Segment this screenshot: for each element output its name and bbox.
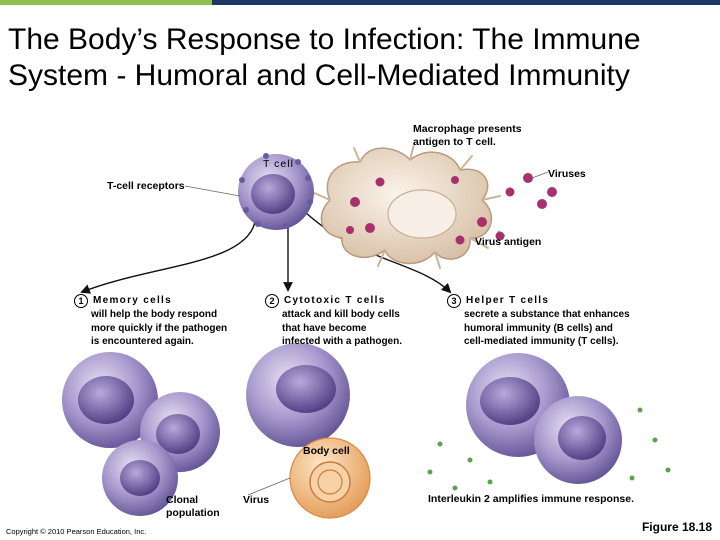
step-title: Helper T cells bbox=[466, 295, 550, 306]
macrophage-label: Macrophage presents antigen to T cell. bbox=[413, 123, 522, 148]
t-cell bbox=[238, 153, 314, 230]
figure-number: Figure 18.18 bbox=[641, 520, 712, 534]
copyright-text: Copyright © 2010 Pearson Education, Inc. bbox=[6, 527, 147, 536]
top-accent-bar-green bbox=[0, 0, 212, 5]
step-description: secrete a substance that enhances humora… bbox=[464, 309, 630, 347]
t-cell-receptors-label: T-cell receptors bbox=[107, 180, 185, 192]
slide-title: The Body’s Response to Infection: The Im… bbox=[8, 23, 641, 92]
interleukin-molecules bbox=[427, 407, 671, 491]
step-cytotoxic-t-cells: 2 Cytotoxic T cells bbox=[265, 294, 386, 308]
body-cell bbox=[289, 437, 371, 519]
step-title: Memory cells bbox=[93, 295, 172, 306]
helper-t-cells bbox=[466, 353, 622, 484]
viruses-label: Viruses bbox=[548, 168, 586, 180]
clonal-population-label: Clonal population bbox=[166, 494, 220, 519]
step-number: 3 bbox=[447, 294, 461, 308]
cytotoxic-t-cell bbox=[246, 343, 350, 447]
arrow-to-memory-cells bbox=[80, 221, 256, 294]
step-title: Cytotoxic T cells bbox=[284, 295, 386, 306]
step-helper-t-cells: 3 Helper T cells bbox=[447, 294, 549, 308]
macrophage bbox=[311, 143, 501, 269]
step-number: 2 bbox=[265, 294, 279, 308]
memory-cell-cluster bbox=[62, 352, 220, 516]
step-memory-cells: 1 Memory cells bbox=[74, 294, 172, 308]
body-cell-label: Body cell bbox=[303, 445, 350, 457]
virus-antigen-label: Virus antigen bbox=[475, 236, 542, 248]
step-number: 1 bbox=[74, 294, 88, 308]
virus-label: Virus bbox=[243, 494, 270, 506]
step-description: will help the body respond more quickly … bbox=[91, 309, 228, 347]
t-cell-label: T cell bbox=[263, 158, 294, 170]
step-description: attack and kill body cells that have bec… bbox=[282, 309, 403, 347]
free-viruses bbox=[477, 173, 557, 241]
interleukin-label: Interleukin 2 amplifies immune response. bbox=[428, 493, 634, 505]
top-accent-bar-navy bbox=[212, 0, 720, 5]
